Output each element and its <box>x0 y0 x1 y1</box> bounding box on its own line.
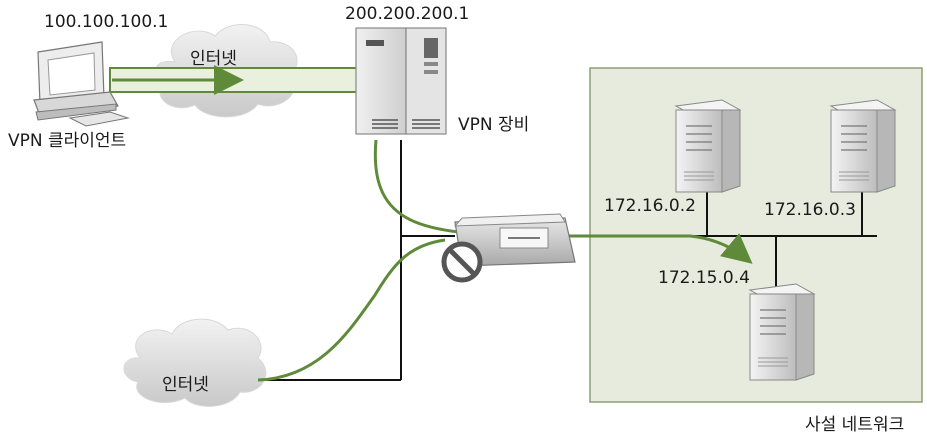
vpn-client-computer <box>33 41 130 127</box>
vpn-device-ip-label: 200.200.200.1 <box>345 4 470 24</box>
server-ip-label: 172.16.0.2 <box>604 196 696 216</box>
prohibited-icon <box>441 241 483 283</box>
internet-bottom-label: 인터넷 <box>162 375 209 395</box>
client-label: VPN 클라이언트 <box>8 131 127 151</box>
server-ip-label: 172.15.0.4 <box>658 268 750 288</box>
blocked-path <box>257 238 446 382</box>
server-ip-label: 172.16.0.3 <box>764 200 856 220</box>
server-172-16-0-2 <box>674 99 742 193</box>
vpn-device-label: VPN 장비 <box>458 115 530 135</box>
private-network-label: 사설 네트워크 <box>805 415 905 435</box>
server-172-15-0-4 <box>748 283 816 381</box>
vpn-device <box>355 27 447 135</box>
client-ip-label: 100.100.100.1 <box>44 12 169 32</box>
blocked-switch <box>453 213 576 267</box>
internet-top-label: 인터넷 <box>190 49 237 69</box>
vpn-tunnel <box>109 65 393 95</box>
server-172-16-0-3 <box>829 99 897 193</box>
